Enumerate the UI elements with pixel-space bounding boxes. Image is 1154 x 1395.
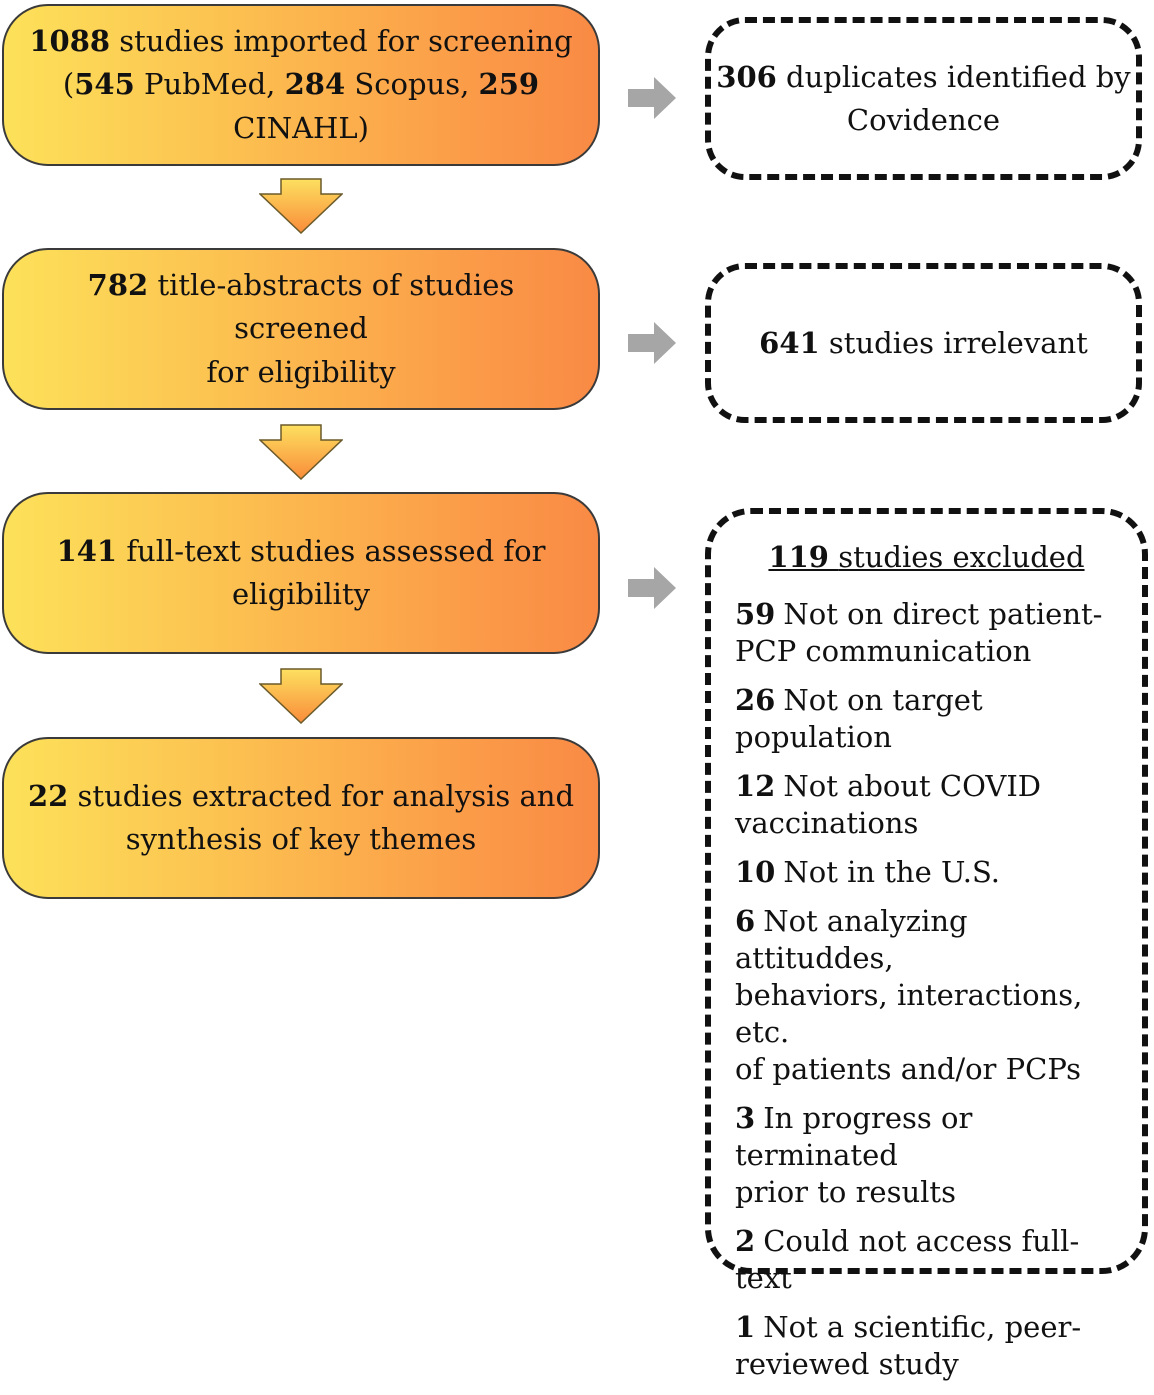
- cinahl-label: CINAHL): [233, 110, 369, 145]
- down-arrow-icon: [259, 668, 343, 724]
- excluded-header: 119 studies excluded: [768, 540, 1085, 574]
- cinahl-count: 259: [478, 67, 540, 102]
- right-arrow-icon: [628, 77, 676, 119]
- stage-imported-text: studies imported for screening: [119, 23, 573, 58]
- irrelevant-count: 641: [759, 325, 820, 360]
- scopus-label: Scopus,: [354, 67, 470, 102]
- pubmed-count: 545: [74, 67, 135, 102]
- right-arrow-icon: [628, 567, 676, 609]
- stage-screened-count: 782: [87, 267, 149, 302]
- stage-fulltext-count: 141: [56, 533, 118, 568]
- down-arrow-icon: [259, 178, 343, 234]
- stage-extracted: 22 studies extracted for analysis and sy…: [2, 737, 600, 899]
- stage-screened: 782 title-abstracts of studies screened …: [2, 248, 600, 410]
- stage-fulltext: 141 full-text studies assessed for eligi…: [2, 492, 600, 654]
- excluded-duplicates-box: 306 duplicates identified by Covidence: [705, 17, 1142, 180]
- scopus-count: 284: [284, 67, 346, 102]
- stage-extracted-count: 22: [27, 778, 69, 813]
- excluded-irrelevant-box: 641 studies irrelevant: [705, 263, 1142, 423]
- right-arrow-icon: [628, 322, 676, 364]
- duplicates-count: 306: [716, 60, 777, 95]
- pubmed-label: PubMed,: [144, 67, 276, 102]
- stage-imported: 1088 studies imported for screening (545…: [2, 4, 600, 166]
- down-arrow-icon: [259, 424, 343, 480]
- stage-imported-count: 1088: [29, 23, 111, 58]
